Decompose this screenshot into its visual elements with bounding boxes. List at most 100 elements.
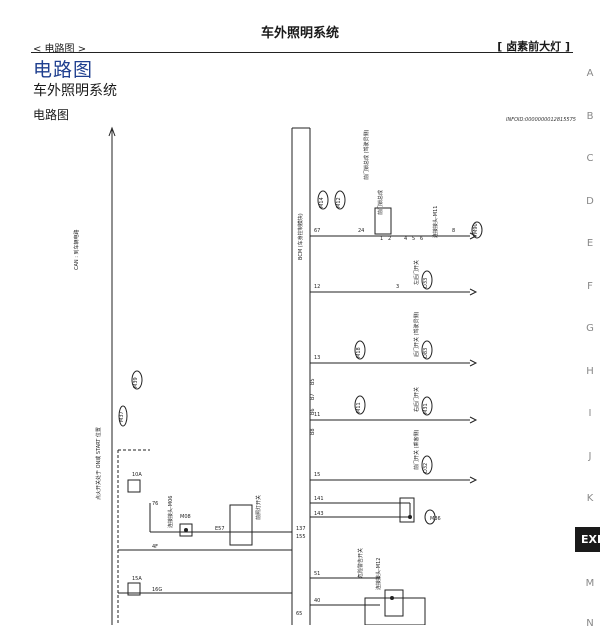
conn-oval-2: [334, 190, 346, 210]
side-index-e[interactable]: E: [586, 238, 594, 249]
headlamp-switch-label: 前照灯开关: [255, 495, 262, 520]
conn-oval-7: [421, 396, 433, 416]
pin-143: 143: [314, 511, 324, 517]
side-index-k[interactable]: K: [586, 493, 594, 504]
conn-b6: B6: [310, 408, 316, 415]
pin-141: 141: [314, 496, 324, 502]
junction-dot-3: [390, 596, 394, 600]
ignition-switch-label: 点火开关处于 ON或 START 位置: [95, 427, 102, 500]
pin-40: 40: [314, 598, 320, 604]
side-index-c[interactable]: C: [586, 153, 594, 164]
pin-1: 1: [380, 236, 383, 242]
wiring-diagram: BCM (车身控制模块) 前照灯开关 点火开关处于 ON或 START 位置 连…: [73, 126, 483, 625]
conn-m31: M31: [423, 403, 429, 414]
conn-m18: M18: [356, 347, 362, 358]
pin-12: 12: [314, 284, 320, 290]
pin-3: 3: [396, 284, 399, 290]
conn-oval-1: [317, 190, 329, 210]
pin-13: 13: [314, 355, 320, 361]
pin-8: 8: [452, 228, 455, 234]
section-tag: [ 卤素前大灯 ]: [497, 40, 570, 53]
pin-16g: 16G: [152, 587, 162, 593]
door-switch-rl-label: 后门开关 (驾驶员侧): [413, 311, 420, 357]
pin-4f: 4F: [152, 544, 158, 550]
side-index-i[interactable]: I: [588, 408, 592, 419]
conn-m90: M90: [473, 223, 479, 234]
side-index-d[interactable]: D: [586, 196, 594, 207]
conn-oval-8: [421, 455, 433, 475]
pin-4: 4: [404, 236, 407, 242]
connector-m12-label: 连接接头-M12: [375, 558, 382, 590]
arrow-13: [469, 359, 478, 367]
door-lock-assembly-box: [364, 597, 426, 625]
junction-dot-1: [408, 515, 412, 519]
conn-m11: M11: [356, 402, 362, 413]
side-index-b[interactable]: B: [586, 111, 594, 122]
info-id: INFOID:0000000012815575: [506, 117, 576, 123]
bcm-label: BCM (车身控制模块): [297, 213, 304, 260]
pin-2: 2: [388, 236, 391, 242]
page-header-title: 车外照明系统: [260, 26, 339, 41]
junction-box: [399, 497, 415, 523]
pin-11: 11: [314, 412, 320, 418]
pin-24: 24: [358, 228, 364, 234]
pin-65: 65: [296, 611, 302, 617]
conn-oval-5: [421, 270, 433, 290]
arrow-top: [108, 126, 116, 137]
junction-dot-2: [184, 528, 188, 532]
conn-m36: M36: [430, 516, 441, 522]
section-heading: 电路图: [33, 108, 70, 122]
door-lock-assembly-label: 前门锁总成 (驾驶员侧): [363, 129, 370, 180]
conn-m37: M37: [119, 411, 125, 422]
conn-b5: B5: [310, 378, 316, 385]
conn-m08: M08: [180, 514, 191, 520]
arrow-15: [469, 476, 478, 484]
fuse-15a-box: [127, 582, 141, 596]
connector-m06-label: 连接接头-M06: [167, 496, 174, 528]
side-index-n[interactable]: N: [586, 618, 594, 629]
conn-e57: E57: [215, 526, 225, 532]
fuse-15a-label: 15A: [132, 576, 142, 582]
conn-d32: D32: [423, 463, 429, 473]
side-index-a[interactable]: A: [586, 68, 594, 79]
can-label: CAN : 到车辆电路: [73, 229, 80, 270]
side-index-exl-active[interactable]: EXL: [575, 527, 600, 552]
conn-oval-9: [131, 370, 143, 390]
headlamp-switch-box: [229, 504, 253, 546]
pin-5: 5: [412, 236, 415, 242]
fuse-10a-box: [127, 479, 141, 493]
door-switch-rr-label: 前门开关 (乘客侧): [413, 429, 420, 470]
side-index-m[interactable]: M: [585, 578, 595, 589]
door-lock-switch-box: [374, 207, 392, 235]
page-subtitle: 车外照明系统: [33, 83, 117, 99]
connector-m06-box: [179, 523, 193, 537]
conn-oval-4: [354, 395, 366, 415]
door-switch-fl-label: 左后门开关: [413, 260, 420, 285]
breadcrumb[interactable]: < 电路图 >: [33, 44, 87, 55]
header-divider: [31, 52, 573, 53]
conn-d33: D33: [423, 278, 429, 288]
fuse-10a-label: 10A: [132, 472, 142, 478]
arrow-12: [469, 288, 478, 296]
side-index-j[interactable]: J: [588, 451, 592, 462]
side-index-f[interactable]: F: [587, 281, 593, 292]
connector-m11-label: 连接接头-M11: [432, 206, 439, 238]
door-switch-fr-label: 右后门开关: [413, 387, 420, 412]
conn-m14: M14: [319, 197, 325, 208]
arrow-67: [469, 232, 478, 240]
page-title: 电路图: [33, 59, 94, 81]
conn-d83: D83: [423, 348, 429, 358]
conn-oval-10: [471, 221, 483, 239]
conn-m12: M12: [336, 197, 342, 208]
conn-oval-6: [421, 340, 433, 360]
pin-67: 67: [314, 228, 320, 234]
side-index-g[interactable]: G: [586, 323, 594, 334]
pin-137: 137: [296, 526, 306, 532]
pin-51: 51: [314, 571, 320, 577]
conn-oval-3: [354, 340, 366, 360]
pin-15: 15: [314, 472, 320, 478]
side-index-h[interactable]: H: [586, 366, 594, 377]
hazard-switch-box: [384, 589, 404, 617]
door-lock-switch-label: 前门锁总成: [377, 190, 384, 215]
conn-oval-12: [118, 405, 128, 427]
